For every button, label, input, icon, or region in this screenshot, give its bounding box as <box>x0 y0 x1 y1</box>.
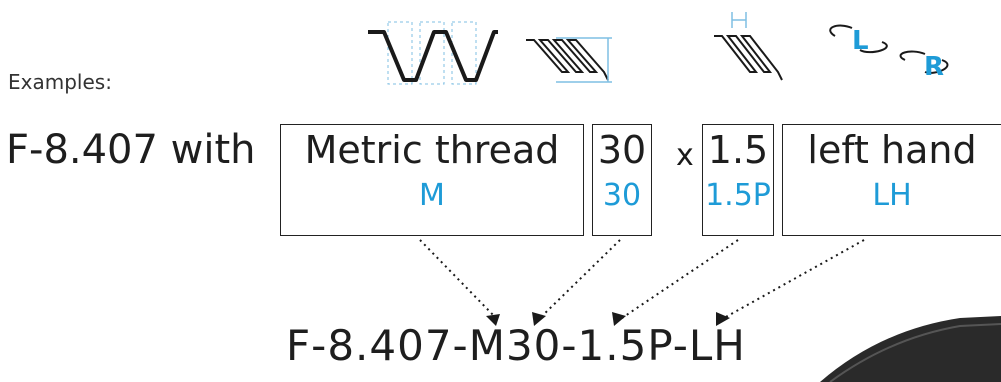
pitch-label: 1.5 <box>707 128 769 172</box>
knurled-part-image <box>820 316 1001 382</box>
arrow-diameter <box>539 239 621 319</box>
arrow-heads <box>486 312 730 326</box>
examples-label: Examples: <box>8 70 112 94</box>
thread-profile-icon <box>368 21 498 85</box>
connector-arrows <box>419 239 865 319</box>
thread-type-label: Metric thread <box>304 128 560 172</box>
box-pitch: 1.5 1.5P <box>702 124 774 236</box>
thread-pitch-icon <box>714 12 783 81</box>
part-number-label: F-8.407 with <box>6 127 256 173</box>
box-hand: left hand LH <box>782 124 1001 236</box>
thread-type-code: M <box>419 178 445 213</box>
diameter-code: 30 <box>602 178 642 213</box>
left-hand-symbol: L <box>852 26 869 56</box>
box-thread-type: Metric thread M <box>280 124 584 236</box>
diameter-label: 30 <box>597 128 647 172</box>
times-sign: x <box>676 138 694 173</box>
box-diameter: 30 30 <box>592 124 652 236</box>
arrow-pitch <box>621 239 739 319</box>
rotation-arrows-icon <box>829 24 949 74</box>
arrow-metric <box>419 239 497 319</box>
result-order-code: F-8.407-M30-1.5P-LH <box>286 321 746 370</box>
pitch-code: 1.5P <box>705 178 771 213</box>
hand-label: left hand <box>807 128 977 172</box>
right-hand-symbol: R <box>924 52 945 82</box>
arrow-hand <box>723 239 865 319</box>
hand-code: LH <box>872 178 912 213</box>
thread-diameter-icon <box>526 37 612 83</box>
